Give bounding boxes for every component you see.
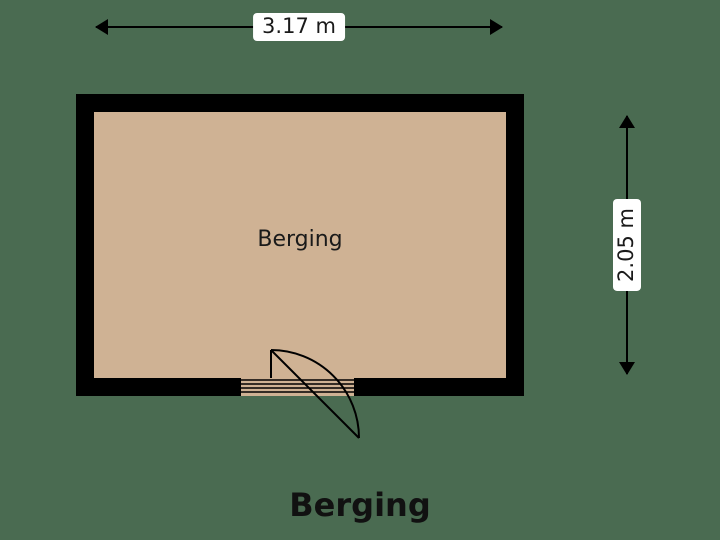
width-arrow-right-icon (490, 19, 503, 35)
room-floor (94, 112, 506, 378)
height-dimension: 2.05 m (613, 115, 641, 375)
height-dimension-label: 2.05 m (613, 199, 641, 291)
width-arrow-left-icon (95, 19, 108, 35)
height-arrow-down-icon (619, 362, 635, 375)
door-symbol-icon (239, 349, 360, 439)
height-arrow-up-icon (619, 115, 635, 128)
width-dimension-label: 3.17 m (253, 13, 345, 41)
plan-title: Berging (289, 486, 431, 524)
room-outline: Berging (76, 94, 524, 439)
room-name-label: Berging (257, 227, 343, 252)
width-dimension: 3.17 m (95, 13, 503, 41)
